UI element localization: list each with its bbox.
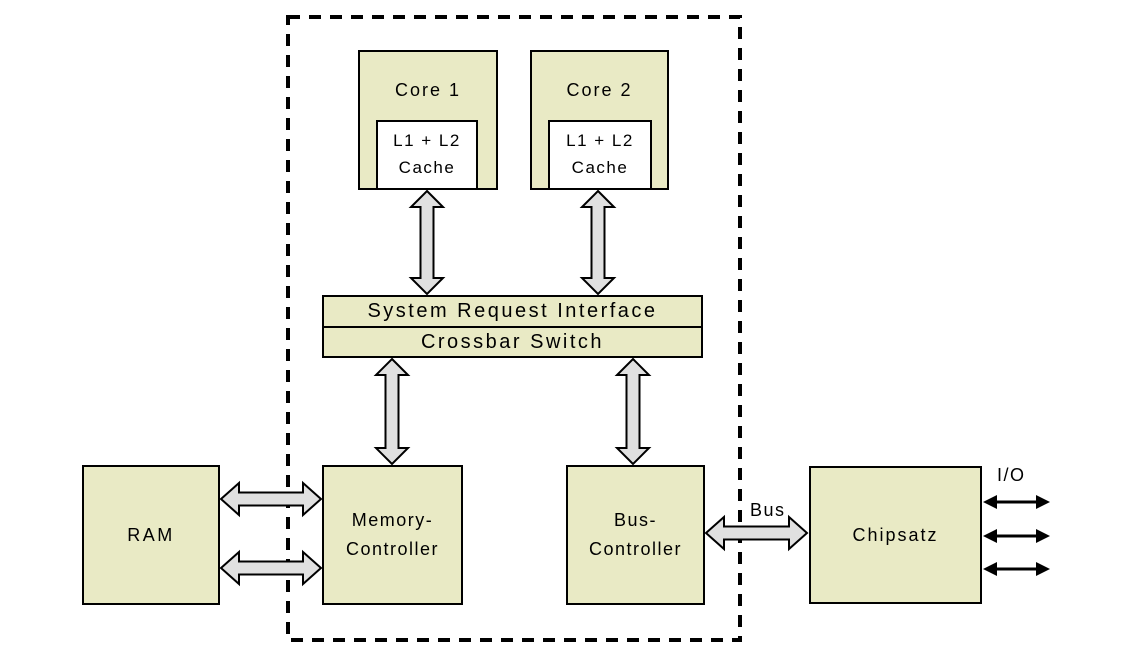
bus-edge-label: Bus [750,500,786,520]
core2-cache-line2: Cache [571,158,629,177]
node-memory-controller: Memory- Controller [322,465,463,605]
io-arrow-2 [983,529,1050,543]
node-core1: Core 1 L1 + L2 Cache [358,50,498,190]
core2-cache-box: L1 + L2 Cache [548,120,652,190]
node-system-request-interface: System Request Interface [322,295,703,328]
double-arrow-crossbar-memory-controller [373,357,411,466]
node-bus-controller: Bus- Controller [566,465,705,605]
io-arrow-3 [983,562,1050,576]
bus-controller-label-line2: Controller [588,539,683,559]
core2-cache-line1: L1 + L2 [566,131,634,150]
io-edge-label: I/O [997,465,1026,485]
core1-cache-box: L1 + L2 Cache [376,120,478,190]
double-arrow-ram-memory-controller-upper [219,480,323,518]
cpu-die-dashed-boundary [286,15,742,642]
double-arrow-bus-controller-chipsatz [704,514,809,552]
node-core2: Core 2 L1 + L2 Cache [530,50,669,190]
node-crossbar-switch: Crossbar Switch [322,326,703,358]
core1-cache-line2: Cache [398,158,456,177]
double-arrow-core2-sri [579,189,617,296]
system-request-interface-label: System Request Interface [367,300,658,322]
io-arrow-1 [983,495,1050,509]
double-arrow-core1-sri [408,189,446,296]
double-arrow-crossbar-bus-controller [614,357,652,466]
crossbar-switch-label: Crossbar Switch [420,331,605,353]
node-chipsatz: Chipsatz [809,466,982,604]
node-ram: RAM [82,465,220,605]
memory-controller-label-line2: Controller [345,539,440,559]
memory-controller-label-line1: Memory- [351,510,434,530]
core1-cache-line1: L1 + L2 [393,131,461,150]
ram-label: RAM [127,524,175,545]
core2-label: Core 2 [566,80,633,100]
bus-controller-label-line1: Bus- [613,510,657,530]
chipsatz-label: Chipsatz [852,524,939,545]
double-arrow-ram-memory-controller-lower [219,549,323,587]
core1-label: Core 1 [394,80,462,100]
